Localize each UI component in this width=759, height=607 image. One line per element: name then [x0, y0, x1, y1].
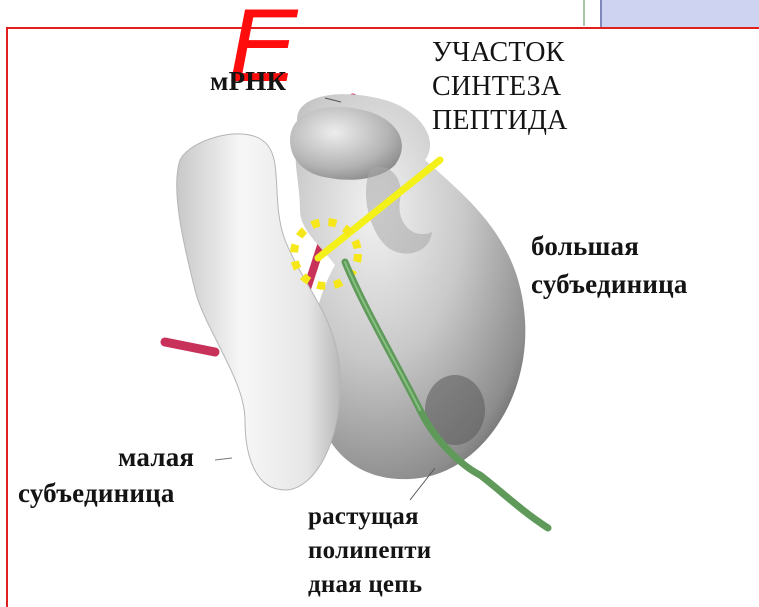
growing-chain-label: растущая полипепти дная цепь	[308, 500, 431, 602]
peptide-site-label: УЧАСТОК СИНТЕЗА ПЕПТИДА	[432, 36, 568, 138]
small-subunit-leader	[215, 458, 232, 460]
large-subunit-label: большая субъединица	[531, 227, 688, 303]
small-subunit-label-line1: малая	[118, 442, 194, 473]
small-subunit-label-line2: субъединица	[18, 478, 175, 509]
mrna-label: мРНК	[210, 66, 286, 97]
